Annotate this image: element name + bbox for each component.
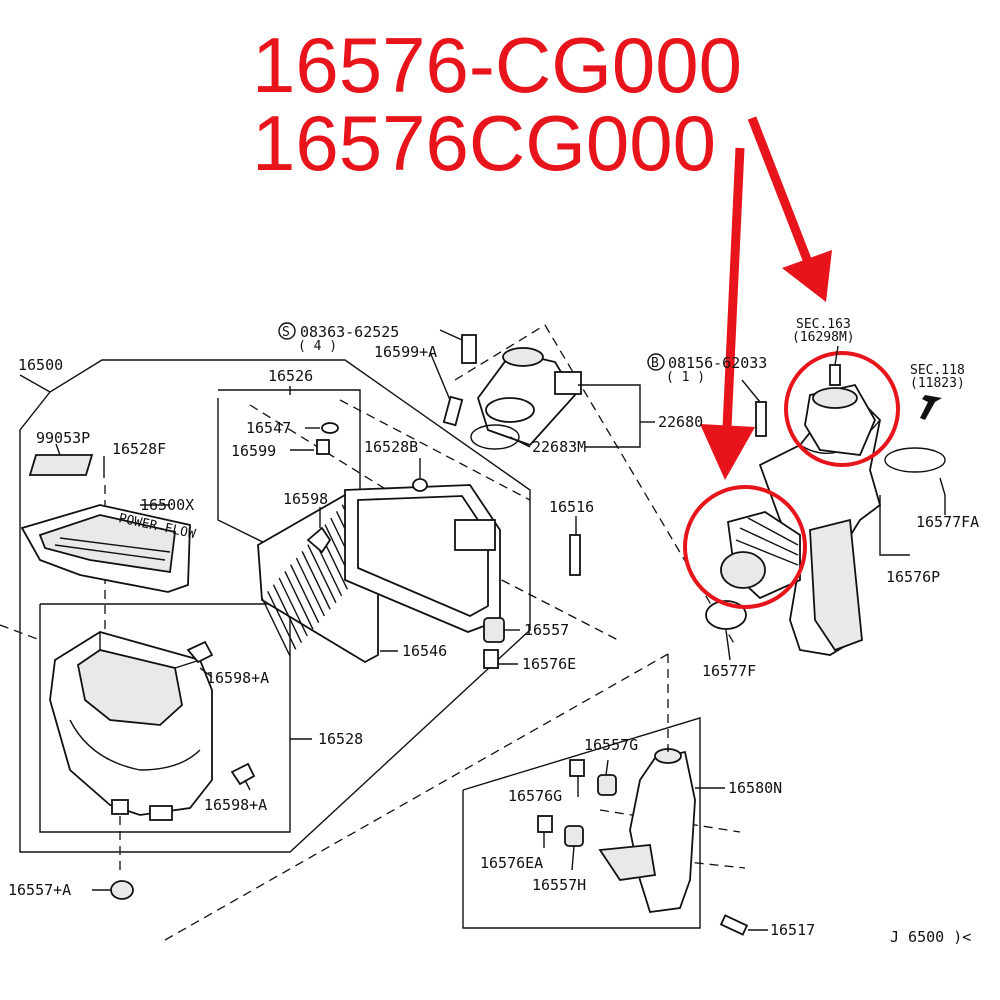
label-08363-qty: ( 4 ) xyxy=(298,339,337,354)
bolt-16576g xyxy=(569,759,585,777)
label-16528: 16528 xyxy=(318,730,363,748)
part-labels: 16500 99053P 16528F 16500X 08363-62525 (… xyxy=(8,317,979,946)
label-16598a-upper: 16598+A xyxy=(206,669,269,687)
arrow-sec118 xyxy=(920,395,942,420)
filter-pleat xyxy=(290,564,320,623)
label-22683m: 22683M xyxy=(532,438,586,456)
filter-pleat xyxy=(284,571,314,630)
hose-upper-sec163 xyxy=(804,364,877,456)
grommet-16547 xyxy=(321,422,339,434)
bolt-16576e xyxy=(483,649,499,669)
label-sec163-sub: (16298M) xyxy=(792,330,855,345)
bolt-symbol-letter: B xyxy=(651,356,659,371)
bolt-16517 xyxy=(719,914,749,936)
label-16576p: 16576P xyxy=(886,568,940,586)
label-16528f: 16528F xyxy=(112,440,166,458)
callout-arrowhead-left xyxy=(700,424,755,480)
filter-pleat xyxy=(278,577,308,637)
label-16577fa: 16577FA xyxy=(916,513,979,531)
label-16599a: 16599+A xyxy=(374,343,437,361)
filter-pleat xyxy=(307,544,337,603)
callout-arrowhead-right xyxy=(782,250,832,302)
label-diagram-code: J 6500 )< xyxy=(890,928,971,946)
bolt-16599a xyxy=(442,395,464,427)
bolt-symbol-circle xyxy=(647,353,665,371)
highlight-circle-upper xyxy=(784,351,900,467)
label-16598a-lower: 16598+A xyxy=(204,796,267,814)
highlight-circle-hose xyxy=(683,485,807,609)
clip-16598a-upper xyxy=(186,640,214,664)
label-16557: 16557 xyxy=(524,621,569,639)
label-plate-99053p xyxy=(28,454,94,476)
clip-16598 xyxy=(306,526,332,554)
filter-pleat xyxy=(267,591,297,650)
gasket-22683m xyxy=(470,424,520,450)
label-16500: 16500 xyxy=(18,356,63,374)
filter-pleat xyxy=(272,584,303,643)
headline-part-number: 16576-CG000 xyxy=(252,21,743,109)
mount-16557g xyxy=(597,774,617,796)
lower-case-16528 xyxy=(49,631,213,821)
group-outline-16580n xyxy=(462,717,701,929)
label-99053p: 99053P xyxy=(36,429,90,447)
bolt-08363 xyxy=(461,334,477,364)
label-16598: 16598 xyxy=(283,490,328,508)
leader-lines xyxy=(55,329,946,931)
label-08363-62525: 08363-62525 xyxy=(300,323,399,341)
screw-symbol-circle xyxy=(278,322,296,340)
label-16557a: 16557+A xyxy=(8,881,71,899)
label-16528b: 16528B xyxy=(364,438,418,456)
nut-16557a xyxy=(110,880,134,900)
filter-pleat xyxy=(261,597,291,657)
label-16547: 16547 xyxy=(246,419,291,437)
clip-16528b xyxy=(412,478,428,492)
label-16516: 16516 xyxy=(549,498,594,516)
bolt-16516 xyxy=(569,534,581,576)
label-sec118-sub: (11823) xyxy=(910,376,965,391)
label-sec118: SEC.118 xyxy=(910,363,965,378)
clamp-16577fa xyxy=(884,447,946,473)
label-16599: 16599 xyxy=(231,442,276,460)
label-22680: 22680 xyxy=(658,413,703,431)
sensor-22680 xyxy=(477,347,582,447)
group-outline-16500 xyxy=(19,359,531,853)
label-16576ea: 16576EA xyxy=(480,854,543,872)
filter-pleat xyxy=(295,557,326,617)
group-outline-16528 xyxy=(39,603,291,833)
label-16576e: 16576E xyxy=(522,655,576,673)
label-08156-qty: ( 1 ) xyxy=(666,370,705,385)
callout-arrow-line-right xyxy=(747,116,813,264)
label-16557h: 16557H xyxy=(532,876,586,894)
clip-16598a-lower xyxy=(230,762,256,786)
label-16500x: 16500X xyxy=(140,496,194,514)
label-16517: 16517 xyxy=(770,921,815,939)
bolt-08156 xyxy=(755,401,767,437)
hose-16576-cg000 xyxy=(720,511,801,600)
label-16546: 16546 xyxy=(402,642,447,660)
label-08156-62033: 08156-62033 xyxy=(668,354,767,372)
mount-16557 xyxy=(483,617,505,643)
filter-pleat xyxy=(301,551,331,610)
bolt-16576ea xyxy=(537,815,553,833)
label-16580n: 16580N xyxy=(728,779,782,797)
leader-16500 xyxy=(19,374,51,393)
label-16557g: 16557G xyxy=(584,736,638,754)
label-sec163: SEC.163 xyxy=(796,317,851,332)
label-16577f: 16577F xyxy=(702,662,756,680)
resonator-16580n xyxy=(598,748,696,913)
headline-part-number-compact: 16576CG000 xyxy=(252,99,717,187)
screw-symbol-letter: S xyxy=(282,325,290,340)
callout-arrow-line-left xyxy=(722,147,745,429)
callout-arrows xyxy=(700,116,832,480)
label-16526: 16526 xyxy=(268,367,313,385)
cover-16500x: POWER FLOW xyxy=(20,504,197,593)
label-16576g: 16576G xyxy=(508,787,562,805)
bolt-16599 xyxy=(316,439,330,455)
frame-16526 xyxy=(344,484,501,633)
mount-16557h xyxy=(564,825,584,847)
